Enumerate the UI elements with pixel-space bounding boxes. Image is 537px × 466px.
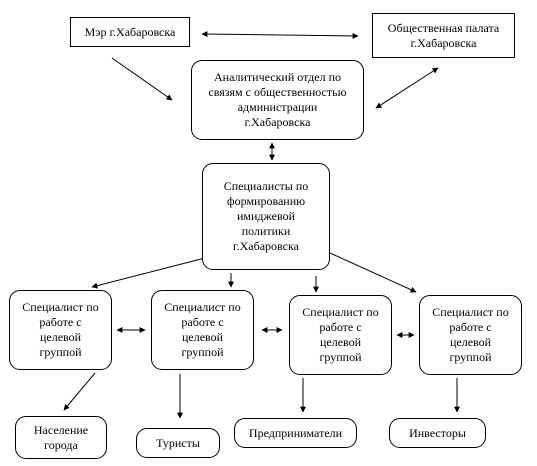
connector-image-spec1: [91, 257, 206, 289]
connector-analytic-chamber: [375, 67, 439, 109]
population-box: Население города: [15, 416, 107, 459]
connector-spec1-population: [63, 372, 96, 411]
target-group-specialist-2-box: Специалист по работе с целевой группой: [151, 290, 254, 370]
connector-image-spec4: [329, 252, 417, 293]
investors-label: Инвесторы: [409, 425, 466, 440]
population-label: Население города: [33, 422, 89, 452]
image-policy-specialists-box: Специалисты по формированию имиджевой по…: [202, 163, 330, 270]
entrepreneurs-label: Предприниматели: [248, 425, 343, 440]
target-group-specialist-3-label: Специалист по работе с целевой группой: [302, 305, 379, 364]
target-group-specialist-2-label: Специалист по работе с целевой группой: [164, 300, 241, 359]
connector-mayor-chamber: [201, 31, 359, 39]
analytic-department-label: Аналитический отдел по связям с обществе…: [208, 70, 347, 129]
target-group-specialist-4-label: Специалист по работе с целевой группой: [432, 305, 509, 364]
public-chamber-label: Общественная палата г.Хабаровска: [387, 20, 500, 50]
mayor-box: Мэр г.Хабаровска: [70, 17, 190, 47]
entrepreneurs-box: Предприниматели: [234, 418, 357, 448]
target-group-specialist-1-box: Специалист по работе с целевой группой: [9, 290, 112, 370]
tourists-box: Туристы: [136, 428, 220, 458]
mayor-label: Мэр г.Хабаровска: [84, 24, 176, 39]
image-policy-specialists-label: Специалисты по формированию имиджевой по…: [223, 179, 309, 253]
target-group-specialist-1-label: Специалист по работе с целевой группой: [22, 300, 99, 359]
analytic-department-box: Аналитический отдел по связям с обществе…: [191, 60, 364, 140]
target-group-specialist-4-box: Специалист по работе с целевой группой: [419, 295, 522, 375]
public-chamber-box: Общественная палата г.Хабаровска: [372, 13, 515, 58]
target-group-specialist-3-box: Специалист по работе с целевой группой: [289, 295, 392, 375]
tourists-label: Туристы: [156, 435, 200, 450]
connector-mayor-analytic: [111, 57, 173, 101]
investors-box: Инвесторы: [389, 418, 486, 448]
